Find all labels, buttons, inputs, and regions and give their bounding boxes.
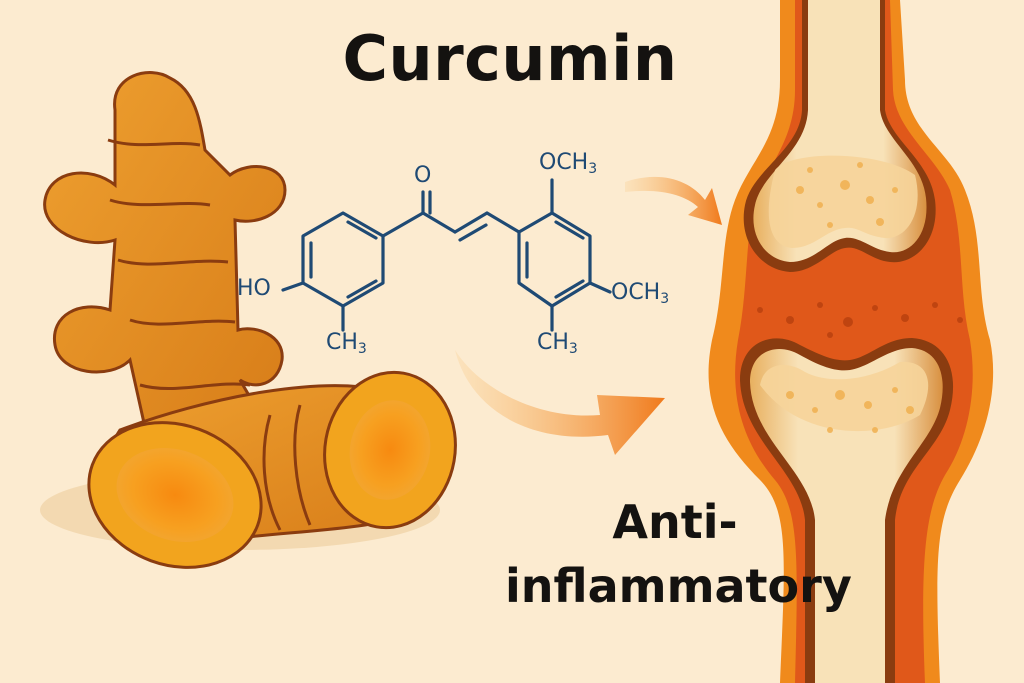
caption-line-1: Anti- [612,495,738,549]
page-title: Curcumin [342,22,678,95]
label-methoxy-top: OCH3 [539,150,598,177]
caption-anti-inflammatory: Anti- inflammatory [505,490,852,618]
label-methoxy-right: OCH3 [611,280,670,307]
arrow-lower [455,350,665,455]
label-methyl-left: CH3 [326,330,367,357]
turmeric-root-illustration [40,71,457,569]
arrow-upper [625,176,722,225]
caption-line-2: inflammatory [505,559,852,613]
label-carbonyl-oxygen: O [414,163,432,188]
curcumin-molecule [281,178,612,332]
label-hydroxyl: HO [237,276,271,301]
knee-joint-illustration [708,0,994,683]
label-methyl-right: CH3 [537,330,578,357]
